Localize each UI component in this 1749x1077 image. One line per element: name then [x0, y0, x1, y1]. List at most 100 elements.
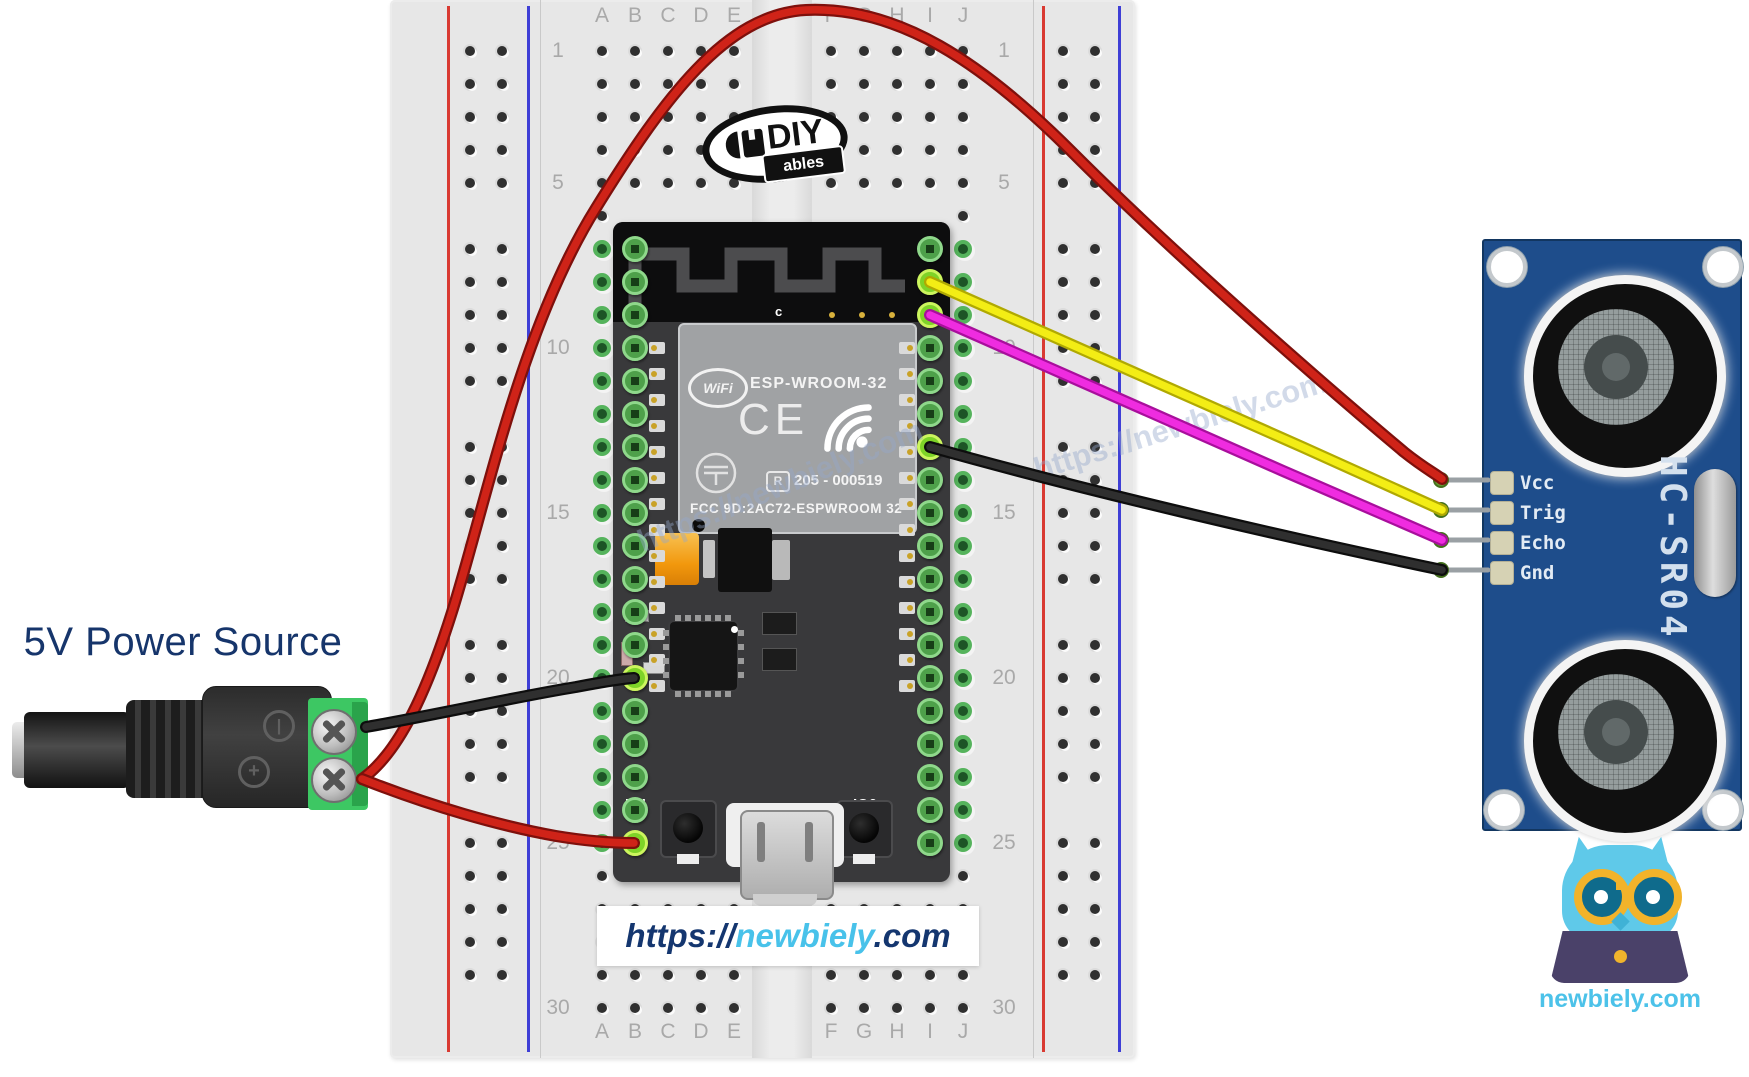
rail-hole	[497, 706, 507, 716]
rail-hole	[465, 112, 475, 122]
rail-hole	[465, 574, 475, 584]
breadboard-hole	[630, 46, 640, 56]
mounting-screw	[1487, 247, 1527, 287]
rail-hole	[497, 673, 507, 683]
column-letter: F	[824, 1020, 838, 1043]
esp32-right-pin	[917, 797, 943, 823]
banner-prefix: https://	[625, 917, 736, 954]
breadboard-hole	[597, 178, 607, 188]
esp32-right-pin	[917, 632, 943, 658]
esp32-right-pin	[917, 236, 943, 262]
breadboard-hole	[925, 79, 935, 89]
rail-hole	[1058, 112, 1068, 122]
module-edge-pad	[649, 394, 665, 406]
esp32-left-pin	[622, 236, 648, 262]
rail-hole	[1058, 244, 1068, 254]
esp32-right-pin	[917, 830, 943, 856]
rail-hole	[465, 343, 475, 353]
rail-hole	[1058, 937, 1068, 947]
breadboard-hole	[630, 178, 640, 188]
breadboard-hole	[597, 739, 607, 749]
breadboard-hole	[696, 970, 706, 980]
breadboard-hole	[958, 739, 968, 749]
breadboard-hole	[958, 772, 968, 782]
rail-hole	[1090, 79, 1100, 89]
breadboard-hole	[597, 244, 607, 254]
breadboard-hole	[958, 79, 968, 89]
breadboard-hole	[597, 343, 607, 353]
rail-hole	[1058, 178, 1068, 188]
rail-hole	[1058, 46, 1068, 56]
esp32-left-pin	[622, 269, 648, 295]
esp32-left-pin	[622, 665, 648, 691]
rail-hole	[1058, 376, 1068, 386]
mounting-screw	[1484, 790, 1524, 830]
breadboard-hole	[958, 211, 968, 221]
rail-hole	[497, 574, 507, 584]
chip-pin	[695, 615, 701, 621]
rail-hole	[465, 706, 475, 716]
esp32-left-pin	[622, 797, 648, 823]
breadboard-hole	[630, 145, 640, 155]
rail-hole	[497, 277, 507, 287]
rail-hole	[465, 508, 475, 518]
rail-hole	[1090, 178, 1100, 188]
rail-hole	[1058, 706, 1068, 716]
jack-barrel	[24, 712, 130, 788]
module-edge-pad	[899, 654, 915, 666]
breadboard-hole	[958, 475, 968, 485]
module-edge-pad	[649, 420, 665, 432]
en-button	[660, 800, 717, 864]
usb-slot	[757, 822, 765, 862]
newbiely-owl-logo: newbiely.com	[1539, 833, 1710, 1013]
chip-pin	[675, 615, 681, 621]
breadboard-hole	[597, 805, 607, 815]
breadboard-hole	[630, 79, 640, 89]
gnd-pin-label: Gnd	[1520, 562, 1555, 584]
module-edge-pad	[649, 446, 665, 458]
esp32-right-pin	[917, 368, 943, 394]
jack-strain-relief	[126, 700, 210, 798]
chip-pin	[725, 615, 731, 621]
breadboard-hole	[826, 46, 836, 56]
ultrasonic-transmitter	[1524, 275, 1726, 477]
chip-pin	[725, 691, 731, 697]
rail-hole	[497, 871, 507, 881]
chip-pin	[675, 691, 681, 697]
esp32-right-pin	[917, 665, 943, 691]
column-letter: B	[627, 1020, 643, 1043]
breadboard-hole	[892, 1003, 902, 1013]
rail-hole	[1058, 343, 1068, 353]
breadboard-hole	[859, 145, 869, 155]
esp32-right-pin	[917, 599, 943, 625]
module-edge-pad	[899, 394, 915, 406]
banner-suffix: .com	[873, 917, 951, 954]
breadboard-hole	[597, 706, 607, 716]
rail-hole	[497, 541, 507, 551]
url-banner: https://newbiely.com	[597, 906, 979, 966]
rail-hole	[465, 937, 475, 947]
column-letter: D	[693, 1020, 709, 1043]
esp32-right-pin	[917, 731, 943, 757]
echo-pin-label: Echo	[1520, 532, 1566, 554]
breadboard-hole	[925, 970, 935, 980]
breadboard-hole	[663, 79, 673, 89]
breadboard-hole	[597, 277, 607, 287]
column-letter: E	[726, 4, 742, 27]
column-letter: B	[627, 4, 643, 27]
chip-pin	[695, 691, 701, 697]
row-number: 5	[998, 171, 1010, 194]
row-number: 20	[546, 666, 570, 689]
breadboard-hole	[892, 79, 902, 89]
breadboard-hole	[597, 409, 607, 419]
row-number: 15	[992, 501, 1016, 524]
breadboard-hole	[958, 145, 968, 155]
rail-hole	[465, 871, 475, 881]
rail-hole	[1058, 673, 1068, 683]
breadboard-hole	[597, 1003, 607, 1013]
rail-hole	[1090, 376, 1100, 386]
breadboard-hole	[826, 79, 836, 89]
column-letter: F	[824, 4, 838, 27]
row-number: 1	[998, 39, 1010, 62]
breadboard-hole	[892, 46, 902, 56]
